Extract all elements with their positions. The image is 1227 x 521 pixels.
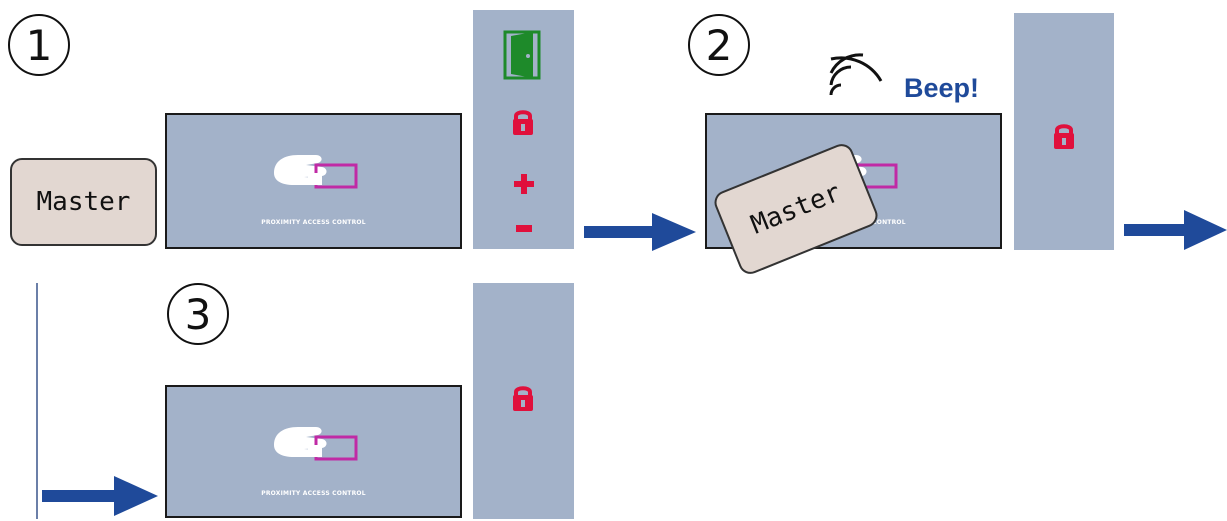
arrow-right-icon [1124,210,1227,250]
sound-wave-icon [829,53,883,96]
step-3-number: 3 [184,289,212,339]
hand-card-icon [274,427,358,461]
step-2-number: 2 [705,20,733,70]
arrow-right-icon [42,476,158,516]
master-card-label: Master [746,177,846,241]
minus-icon [516,225,532,232]
reader-label: PROXIMITY ACCESS CONTROL [261,219,366,226]
step-3-badge: 3 [167,283,229,345]
plus-icon [514,174,534,194]
control-panel-1 [473,10,574,249]
reader-label: PROXIMITY ACCESS CONTROL [261,490,366,497]
step-1-badge: 1 [8,14,70,76]
master-card-label: Master [36,187,131,217]
step-2-badge: 2 [688,14,750,76]
return-line [36,283,38,519]
hand-card-icon [274,155,358,189]
proximity-reader: PROXIMITY ACCESS CONTROL [165,113,462,249]
door-open-icon [503,30,541,80]
padlock-icon [513,386,533,411]
beep-text: Beep! [904,73,980,103]
arrow-right-icon [584,213,696,251]
padlock-icon [513,110,533,135]
control-panel-3 [473,283,574,519]
proximity-reader-3: PROXIMITY ACCESS CONTROL [165,385,462,518]
step-1-number: 1 [25,20,53,70]
padlock-icon [1054,124,1074,149]
control-panel-2 [1014,13,1114,250]
master-card: Master [10,158,157,246]
